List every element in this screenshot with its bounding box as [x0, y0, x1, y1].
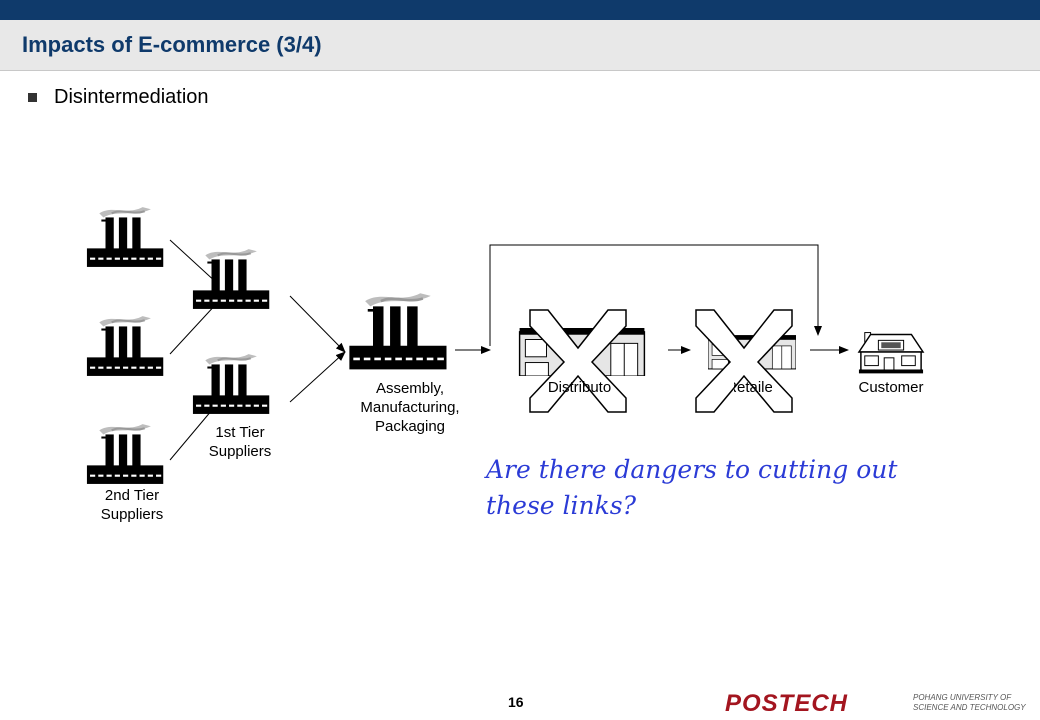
factory-icon [85, 206, 164, 268]
factory-icon [347, 291, 448, 371]
connector-line [169, 409, 213, 461]
page-number: 16 [508, 694, 524, 710]
factory-icon [85, 423, 164, 485]
label-distributor: Distributor [547, 379, 617, 396]
label-assembly: Assembly, Manufacturing, Packaging [360, 380, 460, 435]
label-retailer: Retailer [726, 379, 778, 396]
university-name: POHANG UNIVERSITY OF SCIENCE AND TECHNOL… [913, 693, 1040, 713]
label-1st-tier-suppliers: 1st Tier Suppliers [208, 424, 272, 460]
logo-wordmark: POSTECH [725, 690, 849, 717]
header-band [0, 0, 1040, 20]
title-bar: Impacts of E-commerce (3/4) [0, 20, 1040, 71]
factory-icon [85, 315, 164, 377]
label-2nd-tier-suppliers: 2nd Tier Suppliers [100, 487, 164, 523]
university-line-2: SCIENCE AND TECHNOLOGY [913, 703, 1026, 712]
cross-icon [529, 309, 627, 413]
cross-icon [695, 309, 793, 413]
bullet-square-icon [28, 93, 37, 102]
question-text: Are there dangers to cutting out these l… [486, 455, 898, 520]
label-distributor-clip: Distributor [520, 378, 644, 400]
bullet-item: Disintermediation [28, 86, 209, 109]
factory-icon [191, 248, 270, 310]
label-retailer-clip: Retailer [702, 378, 802, 400]
bullet-text: Disintermediation [54, 86, 209, 108]
connector-line [169, 301, 219, 355]
bypass-arrow [489, 244, 822, 346]
connector-line [169, 239, 219, 285]
page-title: Impacts of E-commerce (3/4) [22, 32, 322, 57]
university-line-1: POHANG UNIVERSITY OF [913, 693, 1012, 702]
connector-arrow [289, 295, 346, 353]
house-icon [858, 331, 924, 374]
factory-icon [191, 353, 270, 415]
connector-arrow [289, 351, 346, 403]
label-customer: Customer [858, 379, 924, 396]
